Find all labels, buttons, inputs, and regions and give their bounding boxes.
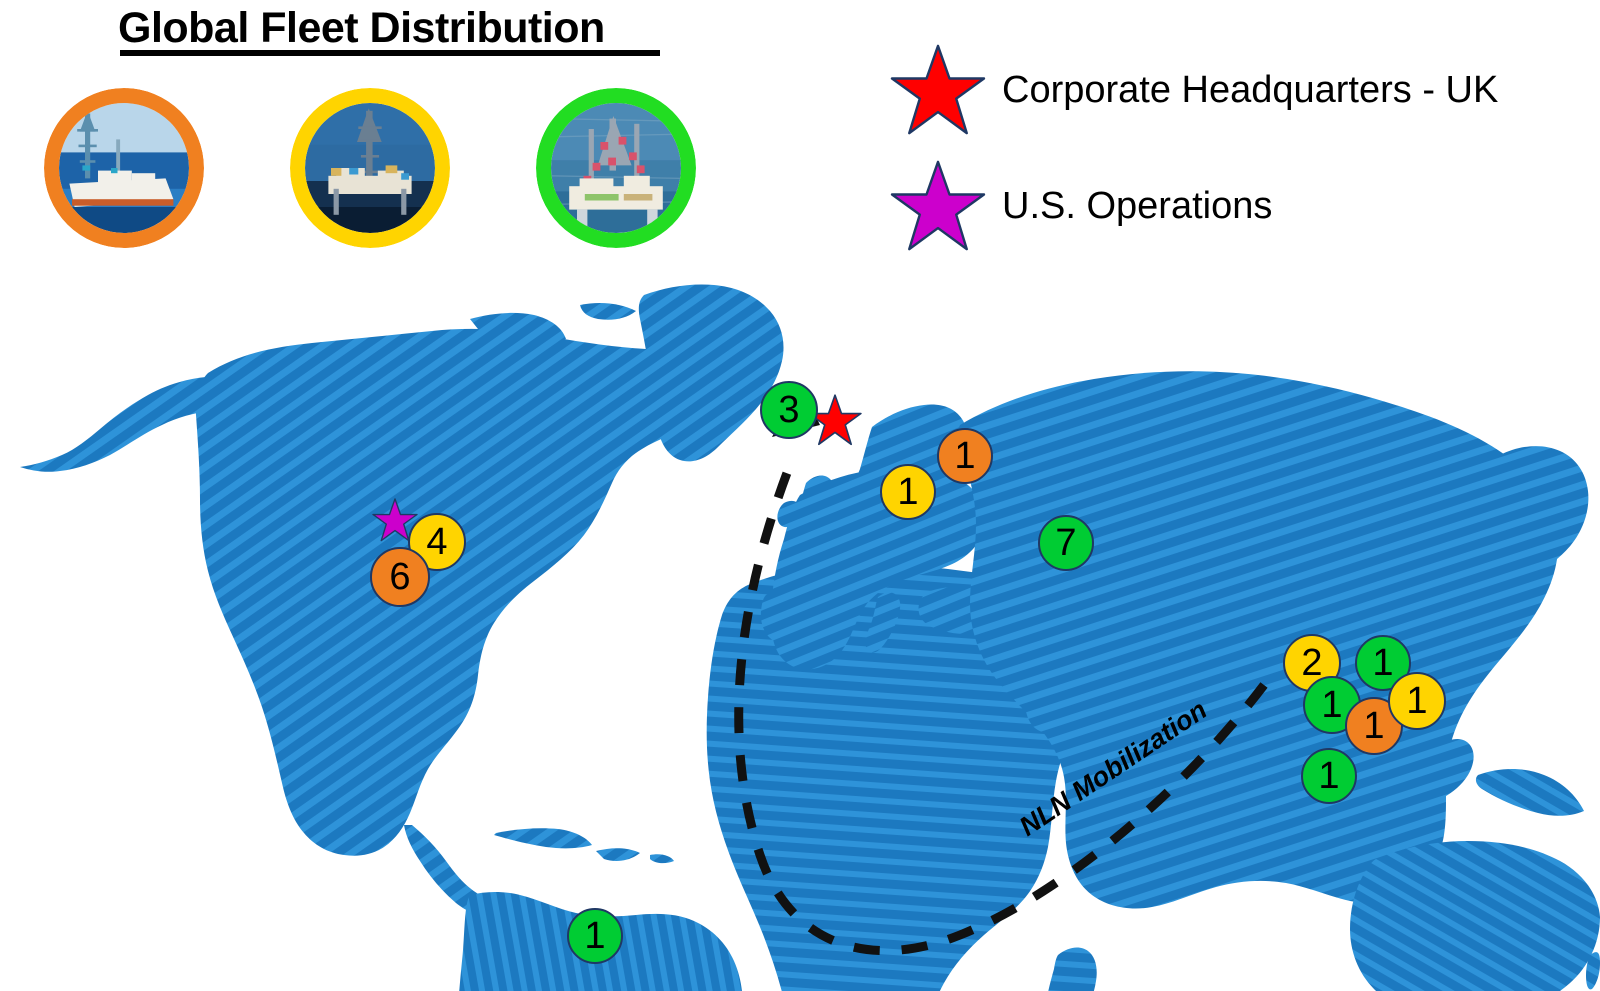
north-america-shape (195, 328, 740, 856)
marker-value: 1 (1318, 755, 1340, 797)
marker-south-america-green[interactable]: 1 (567, 908, 623, 964)
marker-middle-east-green[interactable]: 7 (1038, 515, 1094, 571)
central-america-shape (404, 825, 524, 917)
page-title: Global Fleet Distribution (118, 4, 605, 52)
marker-sea-asia-green-lower[interactable]: 1 (1301, 748, 1357, 804)
alaska-shape (20, 377, 210, 472)
japan-shape (1476, 579, 1518, 639)
marker-sea-asia-orange[interactable]: 1 (1345, 697, 1403, 755)
marker-value: 1 (584, 915, 606, 957)
landmasses (20, 284, 1600, 991)
asia-shape (957, 371, 1559, 909)
semisub-badge (536, 88, 696, 248)
marker-value: 1 (1363, 705, 1385, 747)
marker-value: 2 (1301, 642, 1323, 684)
jackup-badge (290, 88, 450, 248)
java-shape (1306, 828, 1388, 857)
marker-value: 1 (1321, 684, 1343, 726)
marker-value: 3 (778, 389, 800, 431)
marker-value: 1 (954, 435, 976, 477)
cuba-shape (494, 828, 592, 849)
drillship-badge (44, 88, 204, 248)
legend-label-us-operations: U.S. Operations (1002, 184, 1273, 227)
jackup-ring (290, 88, 450, 248)
marker-mediterranean-yellow[interactable]: 1 (880, 464, 936, 520)
iberia-shape (760, 587, 830, 646)
marker-black-sea-orange[interactable]: 1 (937, 428, 993, 484)
magenta-star-icon-map (372, 498, 418, 542)
arctic-islands-shape (470, 312, 566, 343)
puerto-rico-shape (650, 854, 674, 864)
legend-item-headquarters: Corporate Headquarters - UK (890, 44, 1498, 136)
title-underline (120, 50, 660, 56)
sulawesi-shape (1432, 739, 1474, 799)
new-guinea-shape (1475, 769, 1584, 816)
marker-value: 4 (426, 521, 448, 563)
marker-value: 7 (1055, 522, 1077, 564)
italy-shape (865, 592, 901, 653)
marker-value: 1 (897, 471, 919, 513)
legend-item-us-operations: U.S. Operations (890, 160, 1272, 252)
magenta-star-icon (890, 160, 986, 251)
greenland-shape (638, 284, 784, 462)
uk-shape (795, 475, 835, 535)
far-east-shape (1500, 446, 1589, 578)
arabia-shape (1024, 617, 1129, 734)
semisub-ring (536, 88, 696, 248)
ireland-shape (777, 500, 801, 528)
hispaniola-shape (596, 848, 640, 861)
australia-shape (1350, 841, 1600, 991)
marker-north-sea-green[interactable]: 3 (760, 381, 818, 439)
red-star-icon (890, 44, 986, 135)
madagascar-shape (1048, 947, 1097, 991)
arctic-island-2 (580, 303, 636, 320)
marker-value: 1 (1406, 680, 1428, 722)
drillship-ring (44, 88, 204, 248)
legend-label-headquarters: Corporate Headquarters - UK (1002, 68, 1499, 111)
map-star-usa (372, 498, 418, 542)
world-map (0, 255, 1600, 991)
world-map-svg (20, 284, 1600, 991)
marker-sea-asia-yellow-right[interactable]: 1 (1388, 672, 1446, 730)
new-zealand-shape (1586, 952, 1600, 990)
marker-value: 6 (389, 556, 411, 598)
marker-gulf-of-mexico-orange[interactable]: 6 (370, 547, 430, 607)
marker-value: 1 (1372, 642, 1394, 684)
